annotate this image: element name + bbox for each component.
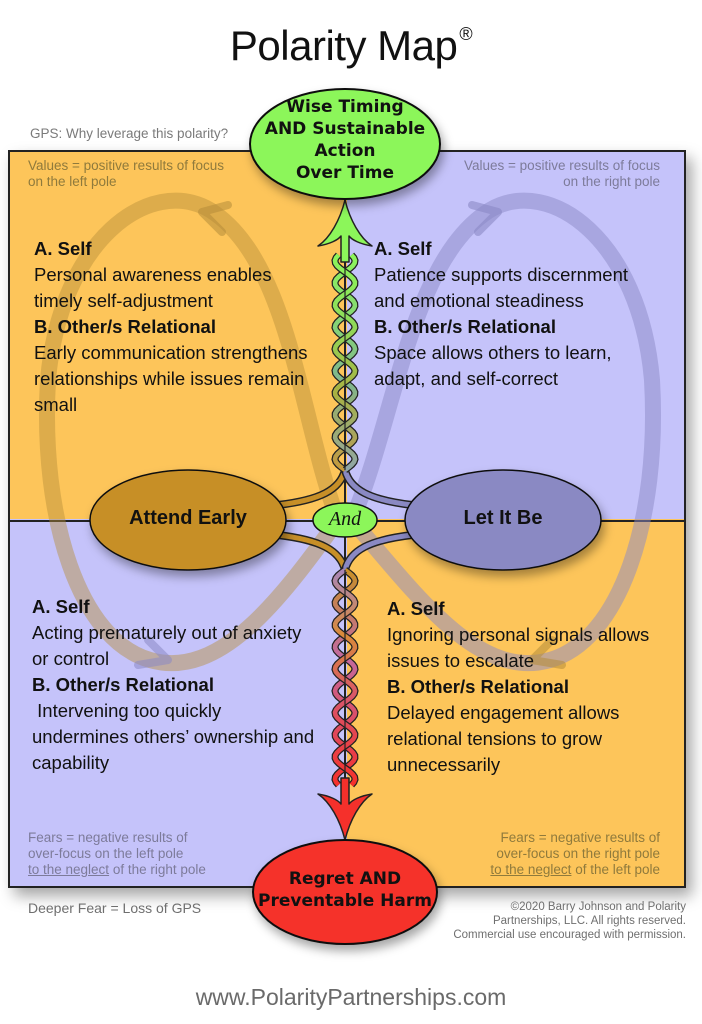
left-pole-label: Attend Early [129,507,247,529]
braid-strand [332,568,358,787]
content-top-right: A. Self Patience supports discernment an… [374,236,628,392]
gp-line: Over Time [295,163,395,183]
self-heading: A. Self [387,598,445,619]
df-line: Preventable Harm [258,891,432,911]
self-heading: A. Self [34,238,92,259]
braid-strand [332,253,358,472]
content-line: Ignoring personal signals allows [387,624,650,645]
content-line: Space allows others to learn, [374,342,612,363]
content-line: Intervening too quickly [32,700,222,721]
copyright-notice: ©2020 Barry Johnson and Polarity Partner… [453,900,686,942]
df-line: Regret AND [288,869,402,889]
content-line: issues to escalate [387,650,535,671]
up-arrowhead-icon [317,199,373,263]
website-link[interactable]: www.PolarityPartnerships.com [195,984,507,1010]
quadrant-bottom-left [10,519,347,886]
deeper-fear-ellipse [252,839,438,945]
note-line: Fears = negative results of [28,830,188,845]
note-tail: of the left pole [571,862,660,877]
copyright-line: Partnerships, LLC. All rights reserved. [492,915,686,927]
content-line: undermines others’ ownership and [32,726,315,747]
content-line: Early communication strengthens [34,342,308,363]
down-arrowhead-icon [317,777,373,841]
note-line: to the neglect of the right pole [28,862,206,878]
content-line: adapt, and self-correct [374,368,559,389]
note-underlined: to the neglect [490,862,572,877]
gp-line: Action [314,141,376,161]
content-line: Delayed engagement allows [387,702,620,723]
braid-strand [332,568,358,787]
content-line: and emotional steadiness [374,290,584,311]
content-line: relational tensions to grow [387,728,602,749]
content-bottom-right: A. Self Ignoring personal signals allows… [387,596,649,778]
relational-heading: B. Other/s Relational [32,674,214,695]
self-heading: A. Self [374,238,432,259]
right-pole-label: Let It Be [463,507,543,529]
gp-line: AND Sustainable [264,119,426,139]
content-line: small [34,394,78,415]
content-top-left: A. Self Personal awareness enables timel… [34,236,308,418]
note-line: on the right pole [563,174,660,189]
copyright-line: ©2020 Barry Johnson and Polarity [510,901,686,913]
quadrant-top-left [10,152,347,519]
braided-up-arrow-icon [331,252,359,473]
and-connector-label: And [328,508,362,530]
note-line: Values = positive results of focus [28,158,224,173]
page-title: Polarity Map® [0,22,702,70]
relational-heading: B. Other/s Relational [34,316,216,337]
left-pole-ellipse [89,469,287,571]
content-bottom-left: A. Self Acting prematurely out of anxiet… [32,594,314,776]
loop-left-icon [39,192,346,672]
note-tail: of the right pole [109,862,206,877]
content-line: Patience supports discernment [374,264,628,285]
greater-purpose-label: Wise Timing AND Sustainable Action Over … [250,96,440,184]
title-text: Polarity Map [229,22,458,69]
values-note-right: Values = positive results of focus on th… [464,158,660,190]
content-line: timely self-adjustment [34,290,213,311]
braided-down-arrow-icon [331,567,359,788]
note-line: Fears = negative results of [500,830,660,845]
values-note-left: Values = positive results of focus on th… [28,158,224,190]
content-line: or control [32,648,110,669]
gps-label: GPS: Why leverage this polarity? [30,126,229,141]
gp-line: Wise Timing [286,97,404,117]
relational-heading: B. Other/s Relational [387,676,569,697]
self-heading: A. Self [32,596,90,617]
deeper-fear-label: Regret AND Preventable Harm [255,868,435,912]
loop-right-icon [344,192,661,672]
note-line: over-focus on the right pole [496,846,660,861]
note-line: to the neglect of the left pole [490,862,660,878]
greater-purpose-ellipse [249,88,441,200]
content-line: Personal awareness enables [34,264,272,285]
right-pole-ellipse [404,469,602,571]
registered-mark: ® [459,24,473,44]
fears-note-right: Fears = negative results of over-focus o… [490,830,660,878]
content-line: relationships while issues remain [34,368,305,389]
note-line: Values = positive results of focus [464,158,660,173]
note-line: over-focus on the left pole [28,846,184,861]
fears-note-left: Fears = negative results of over-focus o… [28,830,206,878]
content-line: unnecessarily [387,754,501,775]
and-connector-ellipse [312,502,378,538]
note-underlined: to the neglect [28,862,110,877]
copyright-line: Commercial use encouraged with permissio… [453,929,686,941]
relational-heading: B. Other/s Relational [374,316,556,337]
note-line: on the left pole [28,174,117,189]
content-line: capability [32,752,110,773]
deeper-fear-caption: Deeper Fear = Loss of GPS [28,900,202,916]
braid-strand [332,253,358,472]
content-line: Acting prematurely out of anxiety [32,622,302,643]
pole-connectors [274,466,416,574]
